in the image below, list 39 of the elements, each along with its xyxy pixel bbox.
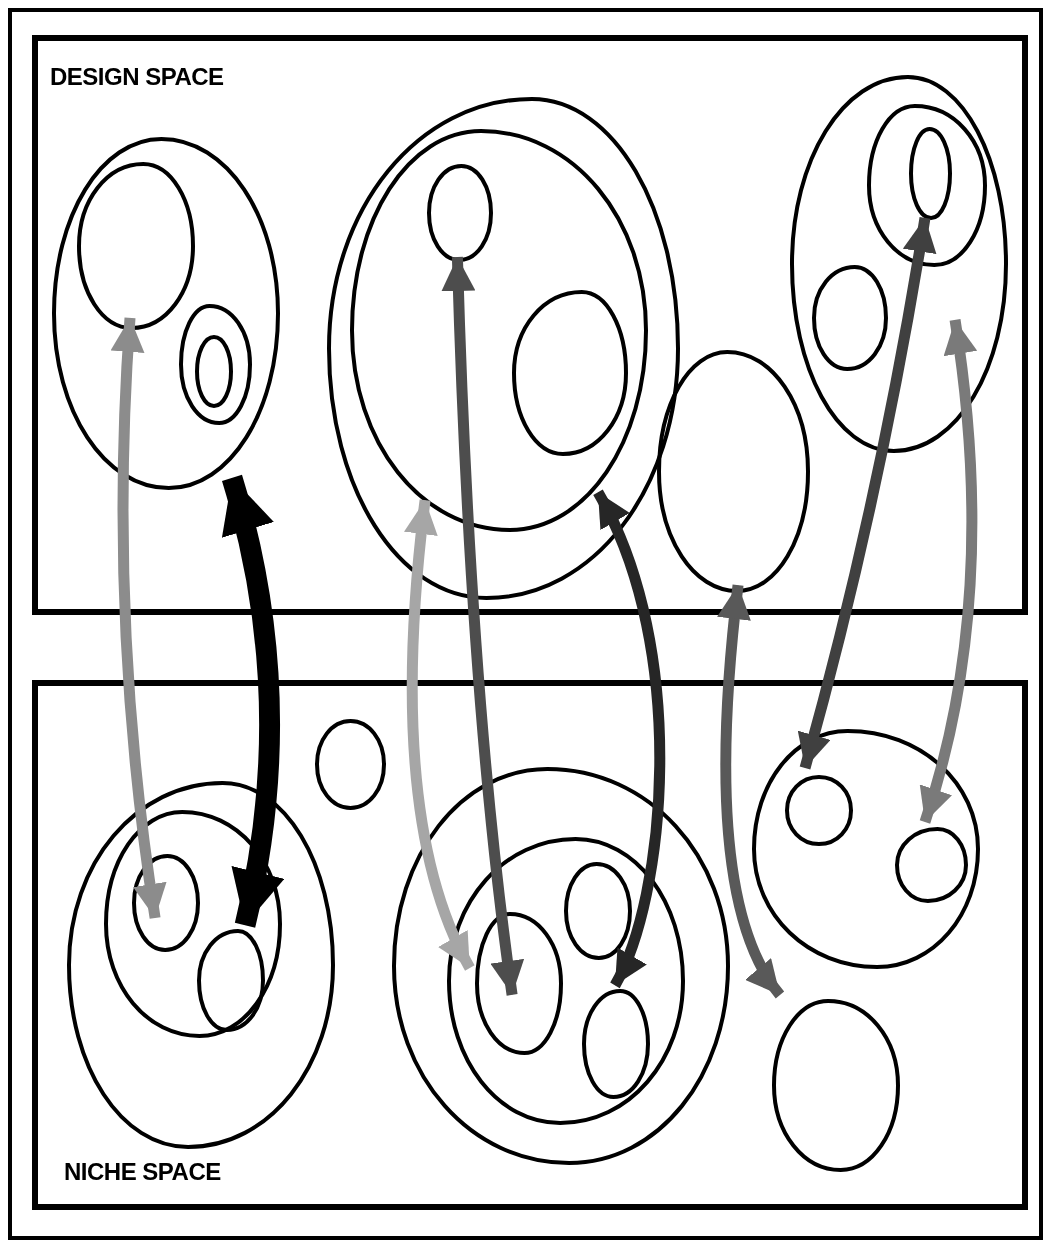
double-arrow	[918, 319, 978, 824]
double-arrow	[441, 256, 525, 996]
region-outline	[894, 826, 969, 904]
region-outline	[51, 136, 281, 491]
region-outline	[474, 911, 564, 1056]
region-outline	[908, 126, 953, 221]
region-outline	[131, 853, 201, 953]
region-outline	[194, 334, 234, 409]
region-outline	[866, 103, 988, 268]
region-outline	[76, 161, 196, 331]
region-outline	[326, 96, 681, 601]
double-arrow	[220, 475, 284, 928]
double-arrow	[797, 216, 937, 770]
region-outline	[784, 774, 854, 847]
region-outline	[178, 303, 253, 426]
double-arrow	[404, 499, 475, 971]
region-outline	[511, 289, 629, 457]
double-arrow	[593, 489, 666, 988]
region-outline	[771, 998, 901, 1173]
region-outline	[656, 349, 811, 594]
region-outline	[103, 809, 283, 1039]
space-panel	[32, 35, 1028, 615]
region-outline	[811, 264, 889, 372]
region-outline	[751, 728, 981, 970]
panel-title: NICHE SPACE	[64, 1158, 221, 1186]
region-outline	[789, 74, 1009, 454]
region-outline	[314, 718, 387, 811]
space-panel	[32, 680, 1028, 1210]
double-arrow	[717, 584, 785, 999]
double-arrow	[110, 317, 167, 919]
region-outline	[196, 928, 266, 1033]
region-outline	[446, 836, 686, 1126]
region-outline	[391, 766, 731, 1166]
region-outline	[66, 780, 336, 1150]
region-outline	[581, 988, 651, 1100]
panel-title: DESIGN SPACE	[50, 63, 224, 91]
region-outline	[563, 861, 633, 961]
region-outline	[426, 163, 494, 263]
region-outline	[349, 128, 649, 533]
